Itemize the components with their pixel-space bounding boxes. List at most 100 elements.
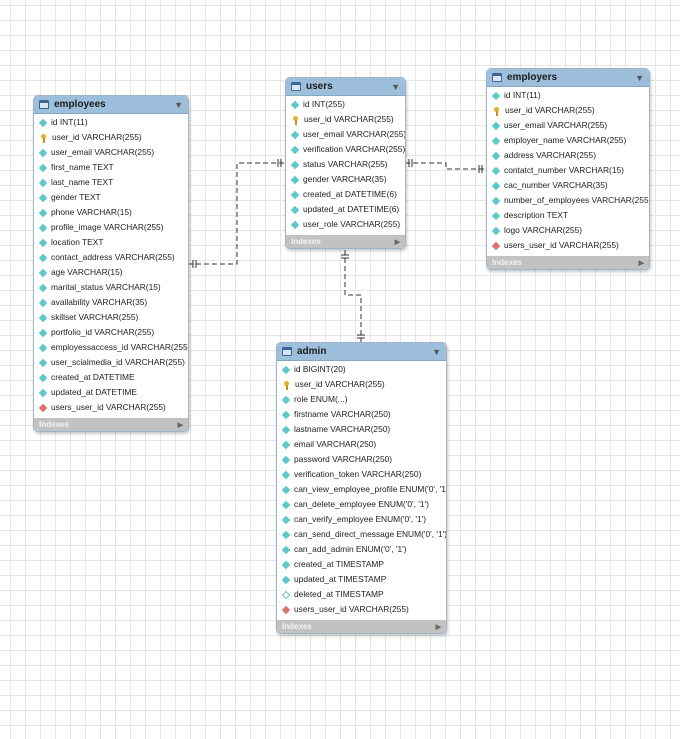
column-row[interactable]: user_id VARCHAR(255) [487,103,649,118]
column-row[interactable]: lastname VARCHAR(250) [277,422,446,437]
column-row[interactable]: firstname VARCHAR(250) [277,407,446,422]
column-row[interactable]: age VARCHAR(15) [34,265,188,280]
column-row[interactable]: skillset VARCHAR(255) [34,310,188,325]
column-row[interactable]: employessaccess_id VARCHAR(255) [34,340,188,355]
column-row[interactable]: cac_number VARCHAR(35) [487,178,649,193]
collapse-triangle-icon[interactable]: ▼ [174,99,183,110]
table-employers[interactable]: employers ▼ id INT(11)user_id VARCHAR(25… [486,68,650,270]
column-row[interactable]: users_user_id VARCHAR(255) [277,602,446,617]
column-row[interactable]: updated_at TIMESTAMP [277,572,446,587]
column-row[interactable]: phone VARCHAR(15) [34,205,188,220]
column-row[interactable]: logo VARCHAR(255) [487,223,649,238]
column-label: can_view_employee_profile ENUM('0', '1') [294,484,447,494]
column-label: contact_address VARCHAR(255) [51,252,175,262]
column-row[interactable]: user_email VARCHAR(255) [34,145,188,160]
column-row[interactable]: contact_address VARCHAR(255) [34,250,188,265]
column-label: id INT(255) [303,99,345,109]
table-header-admin[interactable]: admin ▼ [277,343,446,361]
column-row[interactable]: can_verify_employee ENUM('0', '1') [277,512,446,527]
column-row[interactable]: role ENUM(...) [277,392,446,407]
indexes-bar[interactable]: Indexes ▶ [286,235,405,248]
column-diamond-icon [491,211,501,220]
column-row[interactable]: location TEXT [34,235,188,250]
column-row[interactable]: id INT(11) [487,88,649,103]
column-label: location TEXT [51,237,104,247]
column-diamond-icon [38,118,48,127]
table-icon [282,347,292,356]
column-row[interactable]: email VARCHAR(250) [277,437,446,452]
column-row[interactable]: can_view_employee_profile ENUM('0', '1') [277,482,446,497]
column-label: user_email VARCHAR(255) [51,147,155,157]
column-row[interactable]: users_user_id VARCHAR(255) [487,238,649,253]
column-diamond-icon [281,500,291,509]
column-row[interactable]: portfolio_id VARCHAR(255) [34,325,188,340]
column-row[interactable]: id INT(255) [286,97,405,112]
table-header-employers[interactable]: employers ▼ [487,69,649,87]
table-users[interactable]: users ▼ id INT(255)user_id VARCHAR(255)u… [285,77,406,249]
column-row[interactable]: user_id VARCHAR(255) [34,130,188,145]
column-diamond-icon [281,575,291,584]
table-admin[interactable]: admin ▼ id BIGINT(20) user_id VARCHAR(255… [276,342,447,634]
column-row[interactable]: created_at DATETIME [34,370,188,385]
column-label: user_id VARCHAR(255) [295,379,385,389]
primary-key-icon [293,115,298,125]
column-row[interactable]: first_name TEXT [34,160,188,175]
column-diamond-icon [38,298,48,307]
column-row[interactable]: gender VARCHAR(35) [286,172,405,187]
column-row[interactable]: created_at TIMESTAMP [277,557,446,572]
column-row[interactable]: verification VARCHAR(255) [286,142,405,157]
column-row[interactable]: users_user_id VARCHAR(255) [34,400,188,415]
column-row[interactable]: user_id VARCHAR(255) [286,112,405,127]
column-row[interactable]: updated_at DATETIME [34,385,188,400]
column-row[interactable]: can_add_admin ENUM('0', '1') [277,542,446,557]
expand-triangle-icon[interactable]: ▶ [638,259,644,267]
column-label: password VARCHAR(250) [294,454,393,464]
column-row[interactable]: availability VARCHAR(35) [34,295,188,310]
column-row[interactable]: number_of_employees VARCHAR(255) [487,193,649,208]
indexes-bar[interactable]: Indexes ▶ [277,620,446,633]
column-label: lastname VARCHAR(250) [294,424,391,434]
column-row[interactable]: status VARCHAR(255) [286,157,405,172]
column-row[interactable]: address VARCHAR(255) [487,148,649,163]
collapse-triangle-icon[interactable]: ▼ [635,72,644,83]
indexes-bar[interactable]: Indexes ▶ [487,256,649,269]
expand-triangle-icon[interactable]: ▶ [394,238,400,246]
table-employees[interactable]: employees ▼ id INT(11) user_id VARCHAR(25… [33,95,189,432]
column-row[interactable]: id BIGINT(20) [277,362,446,377]
column-row[interactable]: employer_name VARCHAR(255) [487,133,649,148]
column-row[interactable]: user_role VARCHAR(255) [286,217,405,232]
column-row[interactable]: deleted_at TIMESTAMP [277,587,446,602]
column-label: id INT(11) [51,117,88,127]
collapse-triangle-icon[interactable]: ▼ [391,81,400,92]
column-row[interactable]: gender TEXT [34,190,188,205]
expand-triangle-icon[interactable]: ▶ [177,421,183,429]
indexes-label: Indexes [282,622,312,631]
column-diamond-icon [281,530,291,539]
column-diamond-icon [290,205,300,214]
collapse-triangle-icon[interactable]: ▼ [432,346,441,357]
indexes-label: Indexes [39,420,69,429]
column-row[interactable]: user_scialmedia_id VARCHAR(255) [34,355,188,370]
indexes-bar[interactable]: Indexes ▶ [34,418,188,431]
column-row[interactable]: can_send_direct_message ENUM('0', '1') [277,527,446,542]
table-header-employees[interactable]: employees ▼ [34,96,188,114]
table-header-users[interactable]: users ▼ [286,78,405,96]
column-row[interactable]: updated_at DATETIME(6) [286,202,405,217]
column-label: updated_at TIMESTAMP [294,574,387,584]
column-row[interactable]: verification_token VARCHAR(250) [277,467,446,482]
column-row[interactable]: marital_status VARCHAR(15) [34,280,188,295]
column-row[interactable]: description TEXT [487,208,649,223]
column-row[interactable]: last_name TEXT [34,175,188,190]
column-row[interactable]: contatct_number VARCHAR(15) [487,163,649,178]
column-row[interactable]: user_email VARCHAR(255) [286,127,405,142]
column-diamond-icon [491,166,501,175]
column-row[interactable]: profile_image VARCHAR(255) [34,220,188,235]
column-row[interactable]: user_email VARCHAR(255) [487,118,649,133]
expand-triangle-icon[interactable]: ▶ [435,623,441,631]
column-row[interactable]: password VARCHAR(250) [277,452,446,467]
column-row[interactable]: user_id VARCHAR(255) [277,377,446,392]
column-row[interactable]: created_at DATETIME(6) [286,187,405,202]
column-row[interactable]: id INT(11) [34,115,188,130]
relationship-admin-users [344,250,362,342]
column-row[interactable]: can_delete_employee ENUM('0', '1') [277,497,446,512]
